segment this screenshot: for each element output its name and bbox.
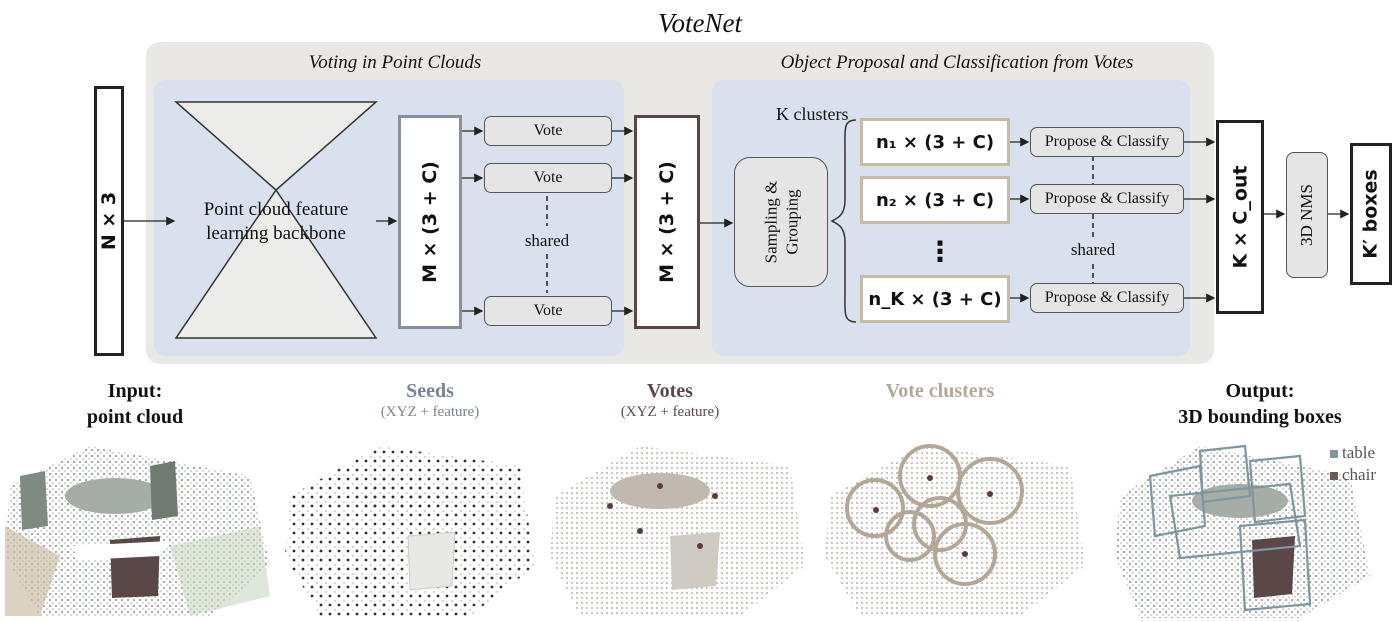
votes-image	[550, 446, 805, 616]
seeds-image	[285, 446, 535, 616]
legend-table-swatch	[1330, 450, 1338, 458]
vote-clusters-image	[825, 444, 1085, 616]
backbone-label-line2: learning backbone	[206, 223, 346, 244]
point-cloud-strip	[5, 444, 1370, 618]
output-legend: table chair	[1330, 442, 1376, 486]
output-box-label: K × C_out	[1229, 165, 1252, 269]
proposal-section-title: Object Proposal and Classification from …	[780, 52, 1134, 73]
legend-chair-label: chair	[1342, 465, 1376, 484]
proposal-shared-label: shared	[1053, 238, 1133, 262]
final-boxes-box: K′ boxes	[1350, 143, 1392, 285]
legend-table-label: table	[1342, 443, 1376, 462]
vote-box-1: Vote	[484, 116, 612, 146]
output-caption-line2: 3D bounding boxes	[1178, 406, 1342, 428]
input-caption-line2: point cloud	[86, 406, 184, 428]
sampling-label-line1: Sampling &	[761, 180, 780, 264]
votes-box: M × (3 + C)	[634, 115, 700, 329]
sampling-grouping-label: Sampling & Grouping	[760, 181, 802, 264]
legend-table: table	[1330, 442, 1376, 464]
seeds-caption-title: Seeds	[406, 380, 454, 402]
input-caption-line1: Input:	[107, 380, 163, 402]
seeds-box-label: M × (3 + C)	[419, 161, 441, 283]
cluster-ellipsis: ⋮	[926, 234, 954, 268]
votes-caption-sub: (XYZ + feature)	[620, 404, 720, 420]
cluster-brace	[830, 119, 857, 323]
votes-box-label: M × (3 + C)	[656, 161, 678, 283]
nms-box: 3D NMS	[1286, 152, 1328, 278]
output-caption-line1: Output:	[1225, 380, 1295, 402]
clusters-caption-title: Vote clusters	[885, 380, 995, 402]
output-caption: Output: 3D bounding boxes	[1150, 378, 1370, 430]
seeds-caption: Seeds (XYZ + feature)	[330, 378, 530, 421]
propose-classify-box-3: Propose & Classify	[1030, 283, 1184, 313]
voting-shared-label: shared	[524, 231, 570, 250]
votes-caption-title: Votes	[647, 380, 693, 402]
vote-box-2: Vote	[484, 163, 612, 193]
bounding-boxes-image	[1115, 444, 1370, 618]
votes-caption: Votes (XYZ + feature)	[570, 378, 770, 421]
voting-section-title: Voting in Point Clouds	[308, 52, 482, 73]
cluster-box-1: n₁ × (3 + C)	[860, 118, 1010, 166]
backbone-shape	[174, 101, 378, 339]
final-boxes-label: K′ boxes	[1360, 169, 1383, 259]
point-cloud-image	[5, 446, 270, 616]
diagram-title: VoteNet	[658, 8, 742, 38]
clusters-caption: Vote clusters	[840, 378, 1040, 404]
nms-label: 3D NMS	[1297, 184, 1316, 246]
backbone-label: Point cloud feature learning backbone	[186, 196, 366, 248]
input-box-label: N × 3	[98, 191, 120, 251]
vote-box-3: Vote	[484, 296, 612, 326]
sampling-label-line2: Grouping	[782, 189, 801, 255]
input-box: N × 3	[94, 86, 124, 356]
propose-classify-box-1: Propose & Classify	[1030, 127, 1184, 157]
cluster-box-2: n₂ × (3 + C)	[860, 176, 1010, 224]
propose-classify-box-2: Propose & Classify	[1030, 184, 1184, 214]
diagram-connectors	[124, 101, 1350, 339]
k-clusters-label: K clusters	[776, 104, 849, 124]
seeds-box: M × (3 + C)	[398, 115, 462, 329]
legend-chair: chair	[1330, 464, 1376, 486]
legend-chair-swatch	[1330, 472, 1338, 480]
sampling-grouping-box: Sampling & Grouping	[734, 157, 828, 287]
backbone-label-line1: Point cloud feature	[203, 199, 349, 220]
output-box: K × C_out	[1216, 120, 1264, 314]
cluster-box-k: n_K × (3 + C)	[860, 275, 1010, 323]
input-caption: Input: point cloud	[40, 378, 230, 430]
seeds-caption-sub: (XYZ + feature)	[380, 404, 480, 420]
